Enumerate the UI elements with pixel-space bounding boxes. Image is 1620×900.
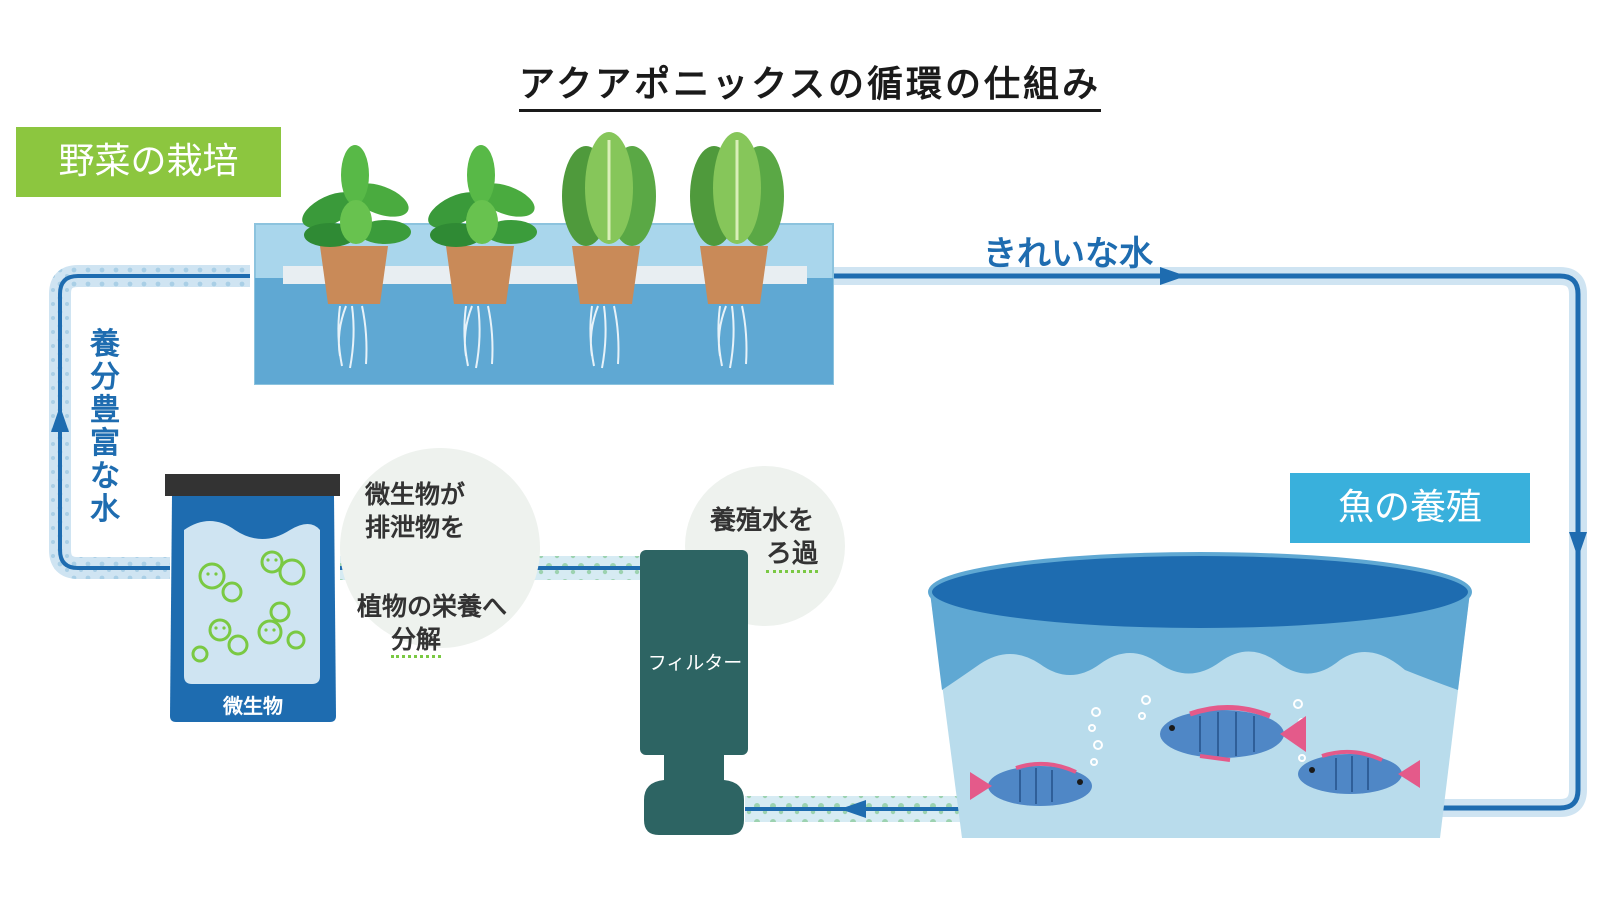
microbe-bubble-text: 植物の栄養へ 分解 bbox=[357, 590, 508, 658]
nutrient-water-label: 養分豊富な水 bbox=[90, 327, 120, 527]
microbe-bubble-text: 微生物が 排泄物を bbox=[365, 478, 465, 544]
microbe-container bbox=[165, 474, 340, 722]
filter-bubble-text: 養殖水を ろ過 bbox=[710, 505, 819, 573]
filter-bubble-line: 養殖水を bbox=[710, 506, 815, 536]
arrow-up-icon bbox=[51, 406, 69, 432]
clean-water-label: きれいな水 bbox=[983, 234, 1153, 274]
plant-pot bbox=[572, 246, 640, 369]
arrow-left-icon bbox=[840, 800, 866, 818]
plant-pot bbox=[446, 246, 514, 369]
fish-icon bbox=[970, 761, 1092, 806]
grow-tank bbox=[254, 132, 834, 385]
diagram-title: アクアポニックスの循環の仕組み bbox=[0, 55, 1620, 112]
filter-unit bbox=[640, 550, 748, 835]
fish-icon bbox=[1160, 705, 1306, 762]
plant-pot bbox=[320, 246, 388, 369]
diagram-title-text: アクアポニックスの循環の仕組み bbox=[518, 64, 1102, 112]
lettuce-plant-icon bbox=[690, 132, 784, 246]
basil-plant-icon bbox=[428, 145, 537, 247]
filter-label: フィルター bbox=[647, 652, 743, 674]
microbe-bubble-line: 分解 bbox=[391, 625, 442, 658]
lettuce-plant-icon bbox=[562, 132, 656, 246]
fish-label: 魚の養殖 bbox=[1290, 473, 1530, 543]
fish-tank bbox=[928, 552, 1472, 838]
fish-icon bbox=[1298, 749, 1420, 794]
microbe-bubble-line: 排泄物を bbox=[365, 513, 466, 542]
microbe-bubble-line: 植物の栄養へ bbox=[357, 592, 508, 621]
plant-pot bbox=[700, 246, 768, 369]
arrow-right-icon bbox=[1160, 267, 1186, 285]
microbe-info-bubble bbox=[340, 448, 540, 648]
microbes-label: 微生物 bbox=[223, 694, 283, 718]
microbe-bubble-line: 微生物が bbox=[365, 480, 466, 509]
arrow-down-icon bbox=[1569, 532, 1587, 558]
basil-plant-icon bbox=[302, 145, 411, 247]
grow-raft bbox=[283, 266, 807, 284]
vegetables-label: 野菜の栽培 bbox=[16, 127, 281, 197]
filter-bubble-line: ろ過 bbox=[766, 539, 819, 573]
